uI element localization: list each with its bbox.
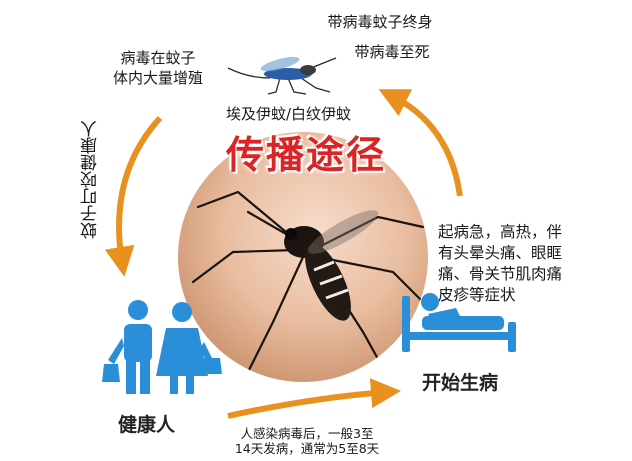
mosquito-photo [178,132,428,382]
top-left-text: 病毒在蚊子 体内大量增殖 [112,49,203,87]
left-vertical-text: 蚊子叮咬健康人 [81,120,101,239]
healthy-label: 健康人 [118,414,176,436]
patient-in-bed-icon [402,293,516,352]
diagram-title: 传播途径 [225,133,386,177]
mosquito-closeup-icon [191,190,428,379]
symptoms-text: 起病急，高热，伴 有头晕头痛、眼眶 痛、骨关节肌肉痛 皮疹等症状 [438,223,563,304]
onset-label: 开始生病 [422,372,499,394]
arrow-left [104,115,163,277]
mosquito-species-label: 埃及伊蚊/白纹伊蚊 [226,105,352,123]
top-right-text: 带病毒蚊子终身 带病毒至死 [327,13,433,61]
arrow-top-right [378,89,463,197]
incubation-text: 人感染病毒后，一般3至 14天发病，通常为5至8天 [234,426,380,456]
healthy-people-icon [102,300,222,394]
arrow-bottom [227,378,401,419]
mosquito-icon [227,56,337,95]
